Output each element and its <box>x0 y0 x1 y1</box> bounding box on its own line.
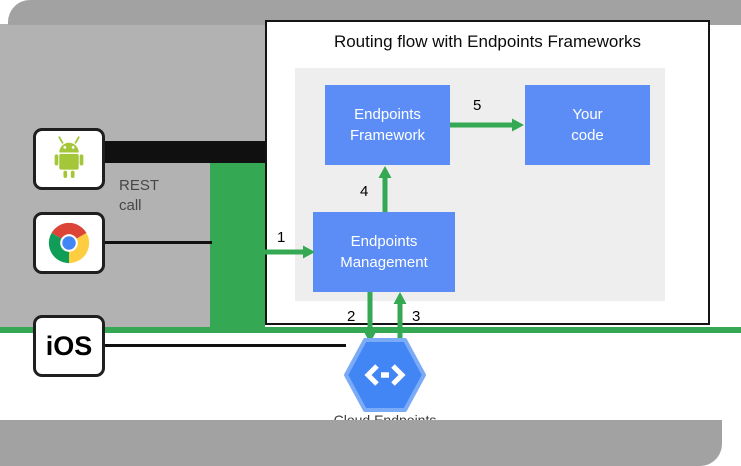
ios-connector-line <box>103 344 346 347</box>
endpoints-framework-label-line1: Endpoints <box>354 106 421 123</box>
step-label-5: 5 <box>473 97 482 114</box>
rest-call-line2: call <box>119 197 142 214</box>
frame-bottom-bar <box>0 420 722 466</box>
endpoints-framework-box: Endpoints Framework <box>325 85 450 165</box>
android-robot-icon <box>54 136 84 178</box>
endpoints-framework-label-line2: Framework <box>349 127 425 144</box>
step-label-3: 3 <box>412 308 421 325</box>
chrome-client-box <box>33 212 105 274</box>
cloud-endpoints-hexagon-icon <box>344 338 426 412</box>
endpoints-management-box: Endpoints Management <box>313 212 455 292</box>
your-code-label-line1: Your <box>572 106 603 123</box>
your-code-box: Your code <box>525 85 650 165</box>
rest-call-label: REST call <box>119 176 159 216</box>
step-label-2: 2 <box>347 308 356 325</box>
step-label-4: 4 <box>360 183 369 200</box>
ios-label: iOS <box>45 330 93 361</box>
android-connector-bar <box>103 141 265 163</box>
cloud-endpoints-icon <box>343 337 427 413</box>
green-routing-bar <box>210 160 265 333</box>
chrome-connector-line <box>103 241 212 244</box>
rest-call-line1: REST <box>119 177 160 194</box>
step-label-1: 1 <box>277 229 286 246</box>
chrome-browser-icon <box>48 222 90 264</box>
panel-title: Routing flow with Endpoints Frameworks <box>333 32 642 51</box>
endpoints-management-label-line2: Management <box>340 254 428 271</box>
green-network-line <box>0 327 741 333</box>
endpoints-management-label-line1: Endpoints <box>350 233 418 250</box>
your-code-label-line2: code <box>571 127 604 144</box>
android-client-box <box>33 128 105 190</box>
ios-client-box: iOS <box>33 315 105 377</box>
